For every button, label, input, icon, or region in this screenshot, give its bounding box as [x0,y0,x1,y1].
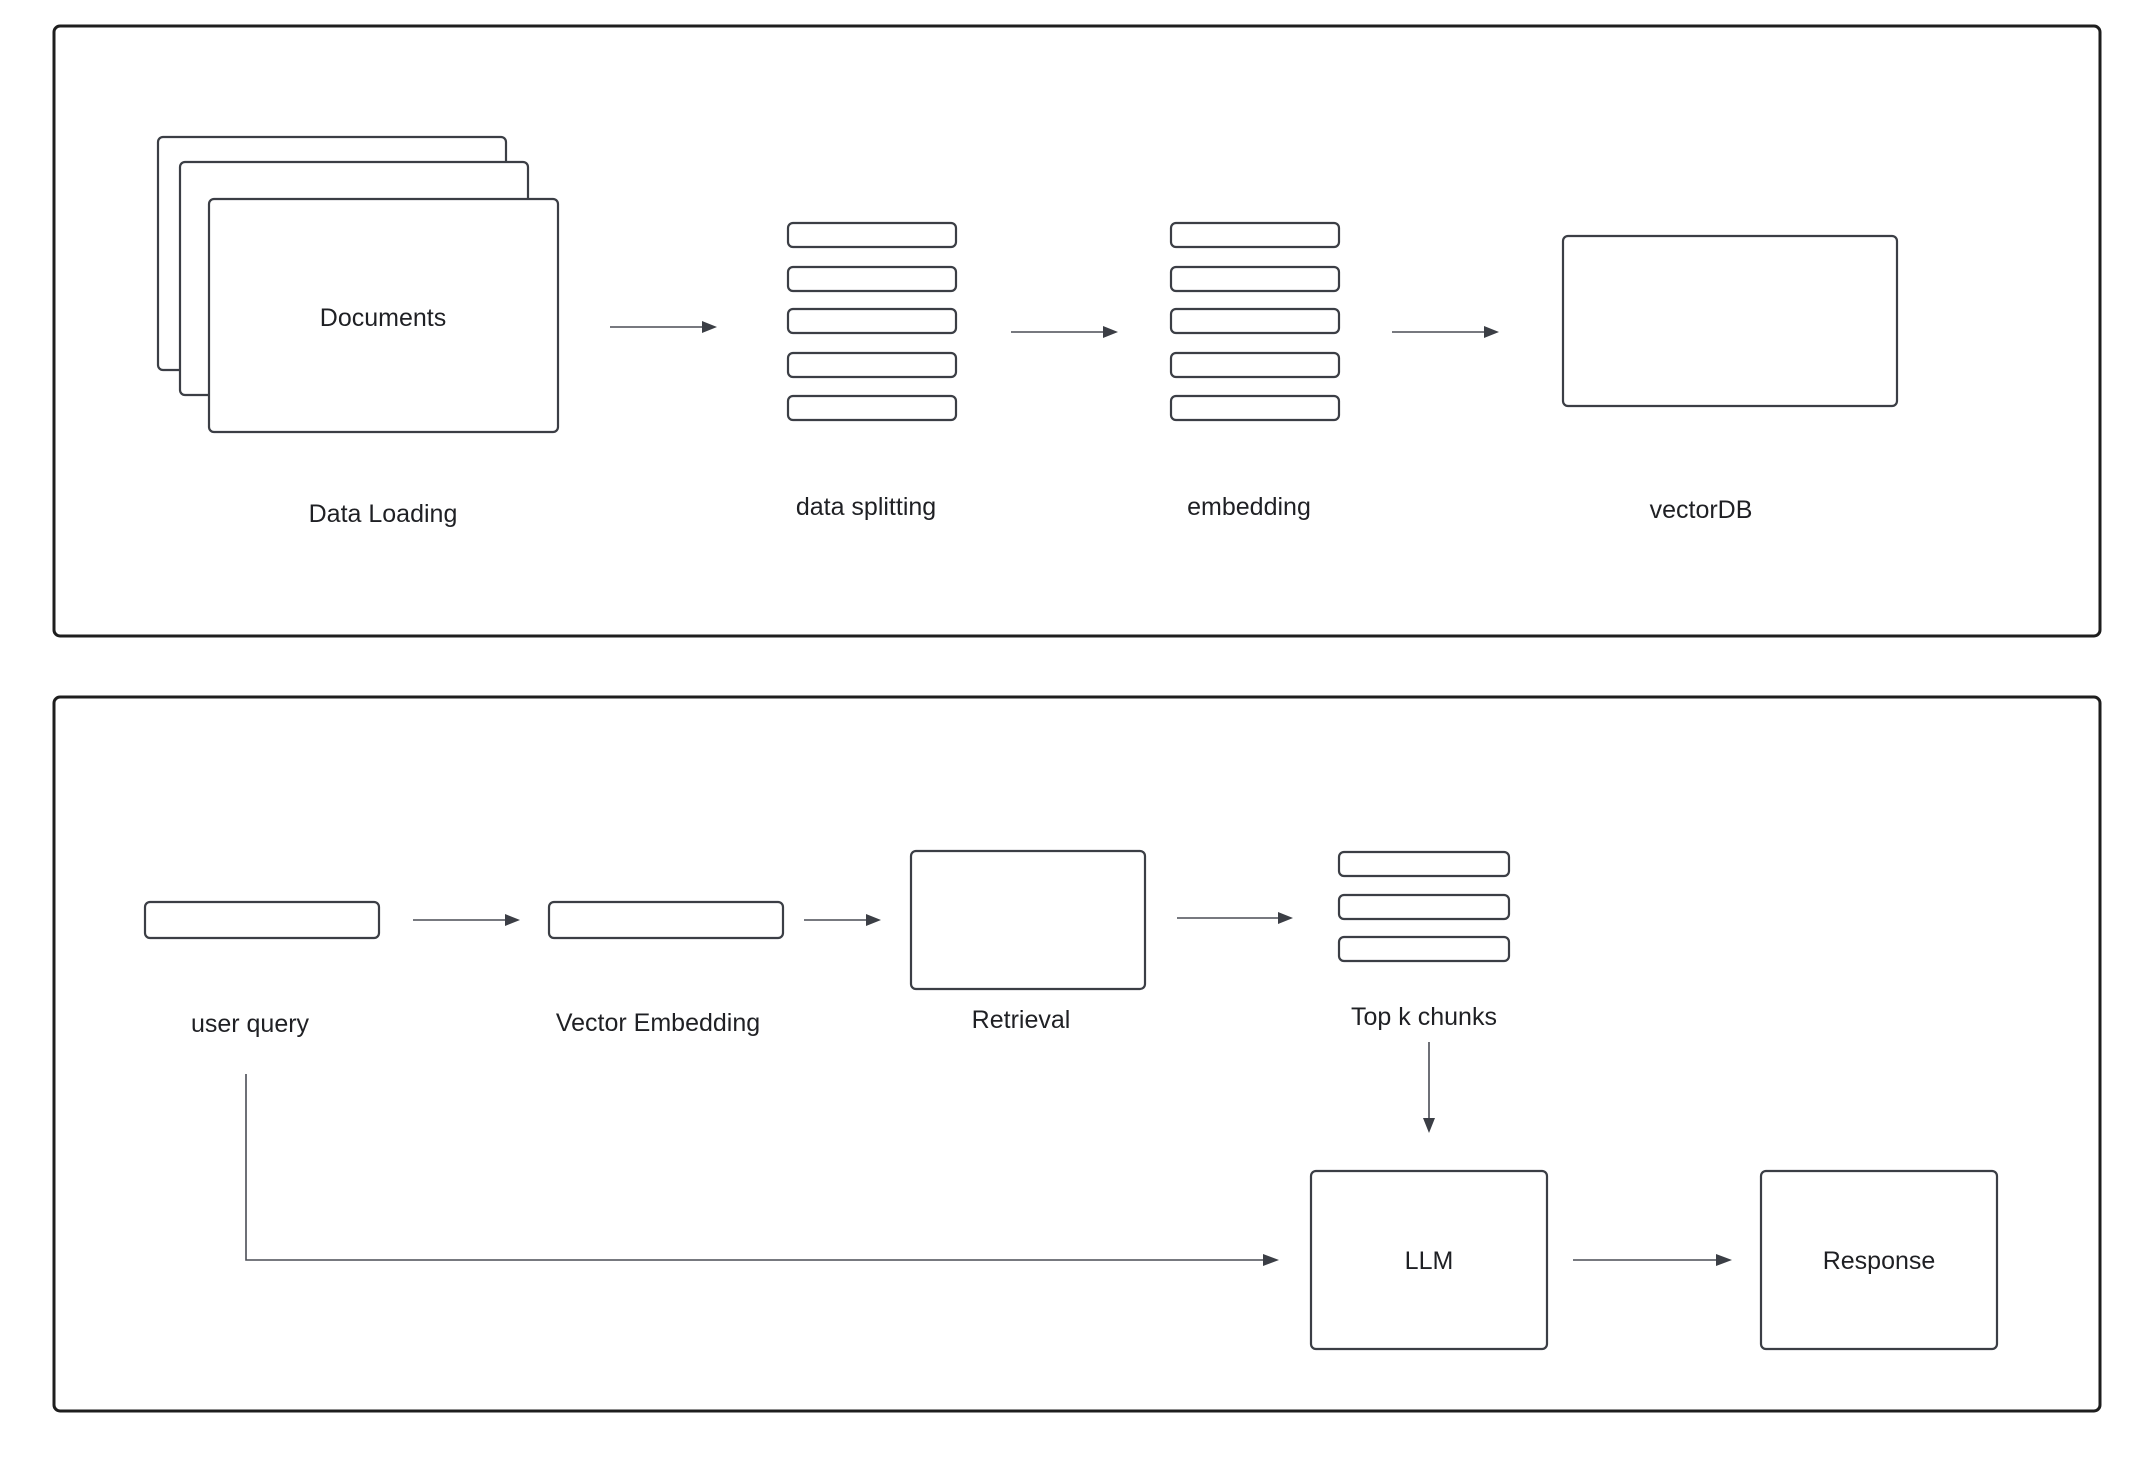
chunk-bar [786,394,958,422]
arrow-embedding-to-vectordb [1392,326,1499,338]
arrow-docs-to-splitting [610,321,717,333]
top-k-chunk-bar [1337,893,1511,921]
chunk-bar [786,265,958,293]
vector-embedding-label: Vector Embedding [556,1009,760,1037]
chunk-bar [786,351,958,379]
user-query-box [143,900,381,940]
retrieval-panel [52,695,2102,1413]
documents-label: Documents [320,304,446,332]
top-k-chunk-bar [1337,850,1511,878]
ingestion-panel [52,24,2102,638]
response-box [1759,1169,1999,1351]
document-sheet-front [207,197,560,434]
documents-stack: Documents [156,135,560,434]
arrow-llm-to-response [1573,1254,1732,1266]
retrieval-box [909,849,1147,991]
embedding-bar [1169,307,1341,335]
chunk-bar [786,307,958,335]
top-k-chunk-bar [1337,935,1511,963]
top-k-label: Top k chunks [1351,1003,1497,1031]
response-label: Response [1823,1247,1936,1275]
embedding-bar [1169,351,1341,379]
embedding-label: embedding [1187,493,1311,521]
chunk-bar [786,221,958,249]
arrow-splitting-to-embedding [1011,326,1118,338]
llm-label: LLM [1405,1247,1454,1275]
embedding-bar [1169,394,1341,422]
vector-embedding-box [547,900,785,940]
arrow-retrieval-to-topk [1177,912,1293,924]
vectordb-box [1561,234,1899,408]
arrow-topk-to-llm [1423,1042,1435,1133]
arrow-query-to-embedding [413,914,520,926]
embedding-bar [1169,221,1341,249]
arrow-query-to-llm [245,1074,1279,1266]
data-splitting-label: data splitting [796,493,936,521]
llm-box [1309,1169,1549,1351]
data-splitting-chunks [786,221,958,422]
data-loading-label: Data Loading [309,500,458,528]
user-query-label: user query [191,1010,310,1038]
vectordb-label: vectorDB [1650,496,1753,524]
retrieval-label: Retrieval [972,1006,1071,1034]
embedding-chunks [1169,221,1341,422]
embedding-bar [1169,265,1341,293]
arrow-embedding-to-retrieval [804,914,881,926]
top-k-chunks [1337,850,1511,963]
